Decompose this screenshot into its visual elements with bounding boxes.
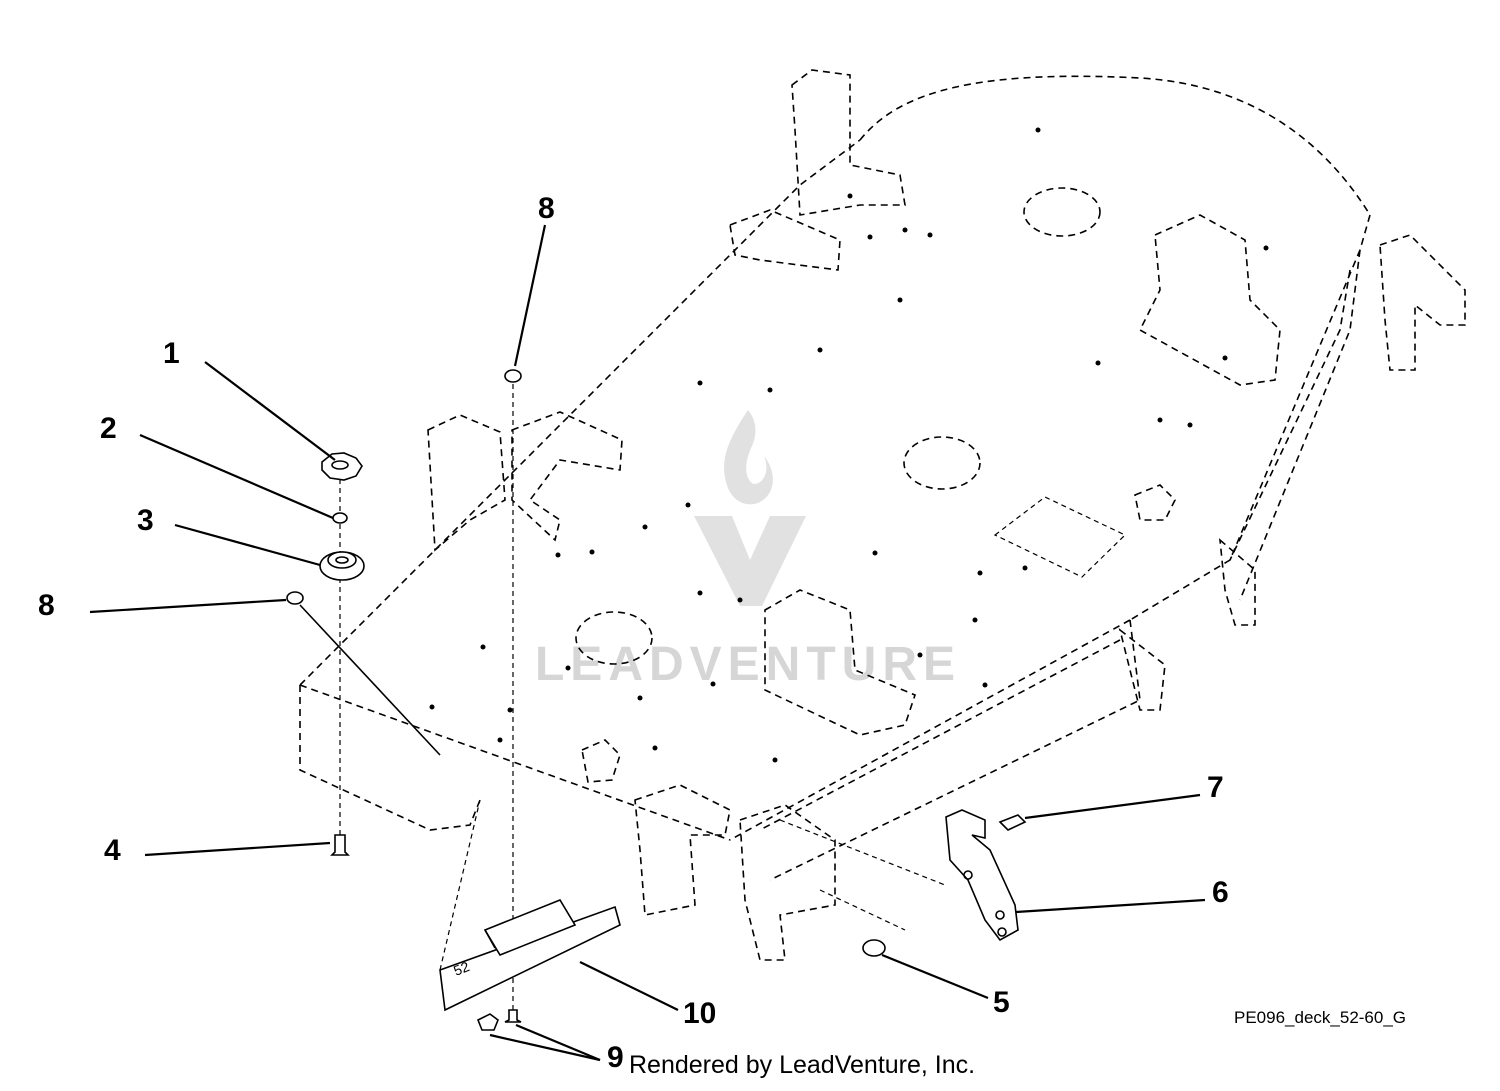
callout-8-top: 8 — [538, 192, 555, 225]
leader-lines — [89, 224, 1206, 1062]
bracket-part-6 — [945, 809, 1019, 942]
callout-7: 7 — [1207, 771, 1224, 804]
locknut-part-8-top — [504, 369, 522, 383]
deck-brackets — [427, 69, 1466, 961]
callout-10: 10 — [683, 997, 716, 1030]
bolt-part-7 — [998, 814, 1027, 831]
callout-5: 5 — [993, 986, 1010, 1019]
deflector-marking: 52 — [451, 958, 472, 979]
callout-2: 2 — [100, 412, 117, 445]
pulley-stack-parts — [286, 452, 441, 856]
bracket-parts-right — [779, 809, 1027, 957]
flange-nut-part-5 — [862, 939, 886, 957]
rendered-by-credit: Rendered by LeadVenture, Inc. — [629, 1051, 976, 1079]
callout-1: 1 — [163, 337, 180, 370]
deck-holes — [429, 127, 1269, 763]
center-bolt-assembly — [476, 369, 522, 1031]
mower-deck — [299, 75, 1371, 881]
leadventure-watermark-logo — [694, 410, 806, 606]
nut-part-2 — [332, 512, 348, 524]
callout-4: 4 — [104, 834, 121, 867]
locknut-part-8-left — [286, 591, 304, 605]
callout-6: 6 — [1212, 876, 1229, 909]
callout-8-left: 8 — [38, 589, 55, 622]
bolt-part-4 — [330, 834, 350, 856]
drawing-reference: PE096_deck_52-60_G — [1234, 1008, 1407, 1027]
deflector-part-10: 52 — [439, 799, 621, 1012]
callout-3: 3 — [137, 504, 154, 537]
carriage-bolt-part-9 — [504, 1009, 522, 1023]
callout-9: 9 — [607, 1041, 624, 1074]
watermark-text: LEADVENTURE — [535, 638, 961, 691]
callout-labels: 1 2 3 4 5 6 7 8 8 9 10 — [38, 192, 1229, 1074]
